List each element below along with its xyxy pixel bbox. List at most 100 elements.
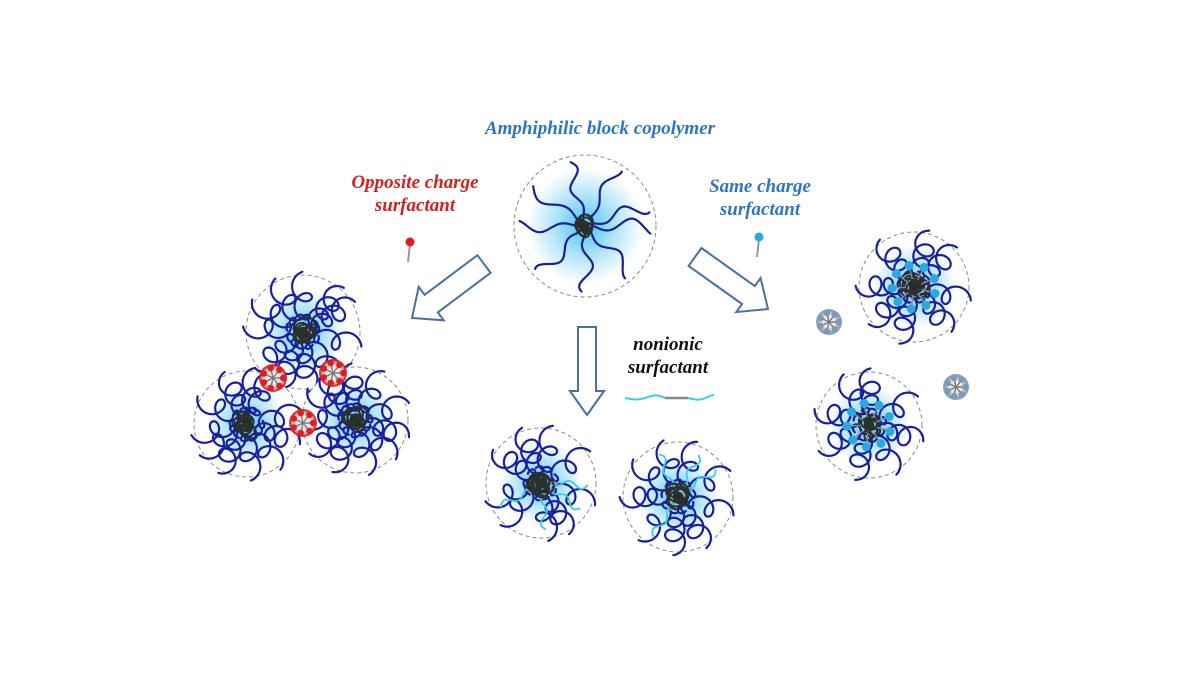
nonionic-hydrophile-icon	[624, 394, 666, 401]
surfactant-tail	[876, 417, 886, 423]
core-center	[580, 221, 590, 231]
nonionic-line1: nonionic	[633, 334, 703, 355]
aggregate-head	[823, 309, 831, 317]
aggregate-head	[306, 427, 313, 435]
corona-chain	[238, 434, 262, 482]
surfactant-head	[885, 427, 895, 437]
surfactant-head	[930, 289, 940, 299]
aggregate-head	[320, 374, 328, 381]
core-strand	[231, 410, 253, 432]
aggregate-head	[817, 322, 824, 330]
aggregate-head	[831, 311, 839, 318]
corona-chain	[254, 332, 297, 373]
aggregate-head	[823, 327, 831, 335]
micelles-layer	[190, 154, 972, 557]
aggregate-head	[320, 365, 328, 372]
opposite-charge-line2: surfactant	[374, 195, 456, 216]
aggregate-head	[290, 424, 298, 431]
aggregate-head	[327, 359, 334, 367]
aggregate-head	[944, 387, 951, 395]
core-center	[863, 419, 875, 431]
corona-chain	[242, 318, 292, 340]
bridged-micelle-left	[190, 366, 304, 482]
surfactant-head	[859, 399, 869, 409]
aggregate-head	[267, 384, 274, 392]
surfactant-tail	[921, 288, 932, 294]
title-text: Amphiphilic block copolymer	[484, 118, 716, 139]
corona-chain	[687, 495, 735, 518]
nonionic-hydrophile-chain	[548, 479, 589, 490]
corona-chain	[587, 170, 623, 221]
title-label: Amphiphilic block copolymer	[440, 117, 760, 140]
nonionic-micelle-right	[618, 439, 735, 557]
hydrophobic-core	[898, 271, 931, 300]
surfactant-micelle	[816, 309, 842, 335]
corona-chain	[878, 391, 920, 426]
surfactant-head	[893, 297, 903, 307]
aggregate-head	[958, 391, 966, 398]
nonionic-line2: surfactant	[627, 357, 709, 378]
surfactant-head	[921, 300, 931, 310]
surfactant-tail	[866, 432, 869, 443]
surfactant-micelle	[319, 359, 347, 387]
arrow-to-same-charge	[687, 246, 770, 314]
surfactant-tail	[917, 293, 925, 303]
hydrophobic-core	[340, 405, 370, 433]
opposite-surfactant-tail-icon	[407, 243, 411, 263]
same-charge-micelle-bottom	[813, 367, 925, 481]
corona-chain	[217, 429, 247, 475]
aggregate-head	[958, 376, 966, 383]
copolymer-micelle	[513, 154, 657, 298]
surfactant-tail	[899, 275, 909, 283]
aggregate-head	[950, 374, 958, 382]
corona-chain	[365, 395, 411, 424]
nonionic-micelle-left	[484, 424, 597, 542]
surfactant-micelle	[259, 364, 287, 392]
opposite-surfactant-head-icon	[405, 237, 415, 247]
surfactant-tail	[854, 413, 864, 421]
hydrophobic-core	[292, 316, 318, 344]
surfactant-tail	[911, 294, 914, 305]
aggregate-head	[944, 379, 951, 387]
aggregate-head	[297, 429, 304, 437]
nonionic-label: nonionic surfactant	[608, 333, 728, 379]
hydrophobic-core	[525, 471, 555, 499]
core-strand	[898, 271, 925, 295]
surfactant-micelle	[289, 409, 317, 437]
surfactant-head	[891, 269, 901, 279]
aggregate-head	[835, 318, 842, 326]
corona-chain	[591, 217, 652, 235]
corona-chain	[536, 424, 559, 474]
surfactant-head	[919, 262, 929, 272]
hydrophobic-core	[574, 213, 594, 239]
corona-chain	[591, 205, 651, 226]
surfactant-head	[876, 438, 886, 448]
corona-chain	[491, 448, 537, 482]
corona-chain	[578, 232, 595, 293]
surfactant-head	[884, 411, 894, 421]
aggregate-head	[267, 364, 274, 372]
corona-chain	[310, 296, 357, 333]
corona-chain	[247, 371, 273, 417]
corona-chain	[518, 219, 579, 234]
corona-chain	[350, 430, 378, 476]
opposite-charge-line1: Opposite charge	[351, 172, 479, 193]
corona-chain	[569, 161, 586, 220]
opposite-charge-label: Opposite charge surfactant	[325, 171, 505, 217]
nonionic-hydrophile-chain	[546, 486, 581, 511]
hydrophobic-core	[231, 410, 258, 440]
surfactant-tail	[855, 429, 864, 438]
corona-chain	[676, 440, 700, 488]
aggregate-head	[306, 411, 313, 419]
corona-chain	[240, 366, 263, 414]
surfactant-tail	[876, 426, 887, 432]
arrow-to-nonionic	[567, 326, 607, 417]
arrow-to-opposite-charge	[410, 253, 493, 322]
surfactant-tail	[909, 269, 913, 280]
aggregate-head	[276, 366, 283, 374]
surfactant-icons-layer	[405, 232, 764, 401]
bridged-micelle-right	[297, 362, 411, 476]
aggregate-head	[831, 326, 839, 333]
surfactant-tail	[864, 407, 868, 418]
